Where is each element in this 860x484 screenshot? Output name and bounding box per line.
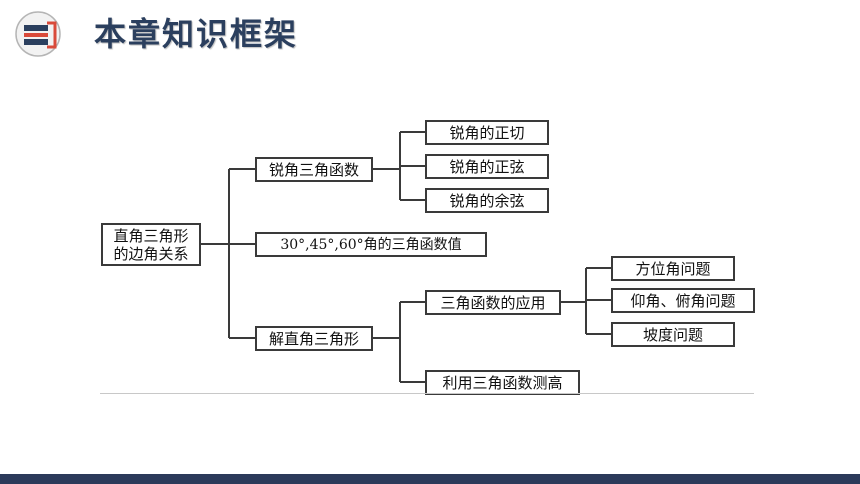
root-line-1: 直角三角形	[113, 226, 189, 245]
acute-cos-node: 锐角的余弦	[425, 188, 549, 213]
header: 本章知识框架	[0, 0, 860, 70]
solve-triangle-node: 解直角三角形	[255, 326, 373, 351]
root-line-2: 的边角关系	[113, 244, 189, 263]
applications-node: 三角函数的应用	[425, 290, 561, 315]
slides-logo-icon	[15, 11, 61, 57]
acute-sin-node: 锐角的正弦	[425, 154, 549, 179]
measure-height-node: 利用三角函数测高	[425, 370, 580, 395]
acute-tan-node: 锐角的正切	[425, 120, 549, 145]
elevation-depression-node: 仰角、俯角问题	[611, 288, 755, 313]
footer-bar	[0, 474, 860, 484]
page-title: 本章知识框架	[94, 15, 299, 53]
special-values-node: 30°,45°,60°角的三角函数值	[255, 232, 487, 257]
divider-line	[100, 393, 754, 394]
slope-problem-node: 坡度问题	[611, 322, 735, 347]
bearing-problem-node: 方位角问题	[611, 256, 735, 281]
root-node: 直角三角形 的边角关系	[101, 223, 201, 266]
acute-functions-node: 锐角三角函数	[255, 157, 373, 182]
